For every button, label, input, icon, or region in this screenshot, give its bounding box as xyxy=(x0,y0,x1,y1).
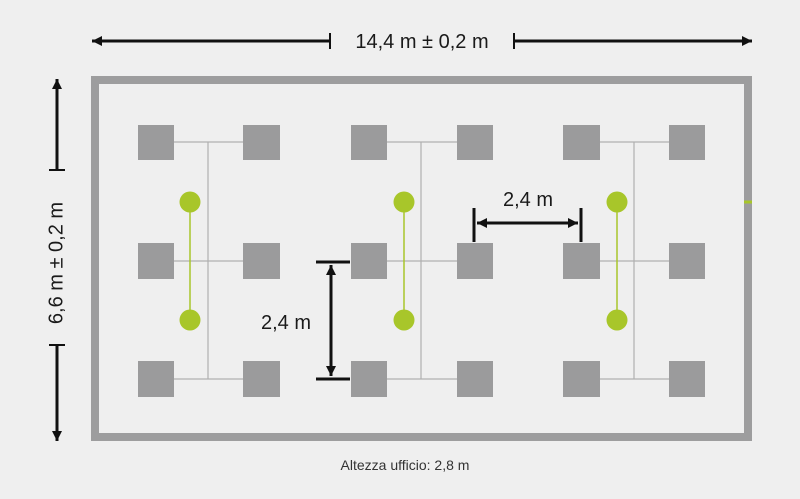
luminaire xyxy=(563,361,600,397)
luminaire xyxy=(457,361,493,397)
sensor xyxy=(606,191,628,213)
sensor xyxy=(179,191,201,213)
luminaire xyxy=(351,125,387,160)
luminaire xyxy=(243,361,280,397)
height-label: 6,6 m ± 0,2 m xyxy=(45,202,67,324)
sensor xyxy=(393,309,415,331)
width-dimension: 14,4 m ± 0,2 m xyxy=(92,31,752,53)
luminaire xyxy=(669,243,705,279)
luminaire xyxy=(351,243,387,279)
luminaire xyxy=(669,361,705,397)
horizontal-spacing-label: 2,4 m xyxy=(503,189,553,211)
height-dimension: 6,6 m ± 0,2 m xyxy=(45,79,67,441)
sensor xyxy=(179,309,201,331)
sensor xyxy=(606,309,628,331)
luminaire xyxy=(563,125,600,160)
luminaire xyxy=(351,361,387,397)
luminaire xyxy=(243,243,280,279)
room-outline xyxy=(91,76,752,441)
vertical-spacing-label: 2,4 m xyxy=(261,312,311,334)
luminaire xyxy=(457,243,493,279)
luminaire xyxy=(563,243,600,279)
luminaire xyxy=(457,125,493,160)
luminaire xyxy=(243,125,280,160)
luminaire xyxy=(669,125,705,160)
vertical-spacing-dimension: 2,4 m xyxy=(261,260,350,381)
horizontal-spacing-dimension: 2,4 m xyxy=(472,189,583,242)
luminaire-group-1 xyxy=(138,125,280,397)
luminaire xyxy=(138,361,174,397)
luminaire xyxy=(138,243,174,279)
width-label: 14,4 m ± 0,2 m xyxy=(355,31,488,53)
luminaire-group-2 xyxy=(351,125,493,397)
luminaire-group-3 xyxy=(563,125,705,397)
sensor xyxy=(393,191,415,213)
luminaire xyxy=(138,125,174,160)
office-height-caption: Altezza ufficio: 2,8 m xyxy=(340,457,470,473)
